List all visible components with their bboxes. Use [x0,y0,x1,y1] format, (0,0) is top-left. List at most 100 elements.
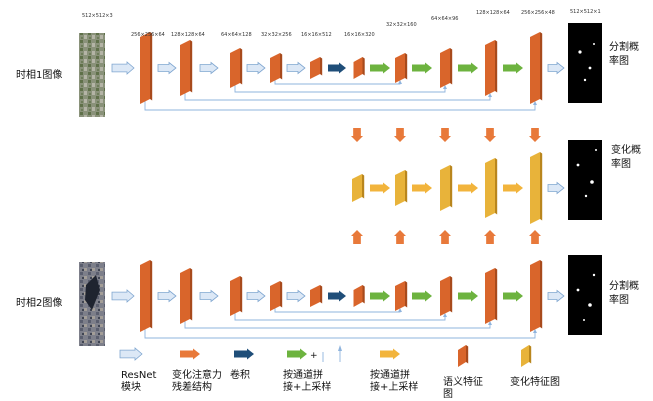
legend-yellow-label-line-0: 按通道拼 [370,368,410,381]
r1-resnet-arrow-out [547,61,565,75]
r2-encoder-block-2 [230,276,243,316]
attention-arrow-bottom-0 [351,230,363,244]
encoder-size-label-3: 32×32×256 [261,32,292,38]
output-label-change: 变化概 率图 [611,143,644,170]
r2-skip-head-1 [488,321,492,325]
legend-resnet-label-line-0: ResNet [121,370,156,381]
r1-decoder-block-0-side [405,53,408,80]
r2-concat-arrow-3 [503,290,523,302]
r1-resnet-arrow-1 [157,61,177,75]
r1-decoder-block-1-front [440,48,450,88]
legend-plus-symbol: + [310,351,318,361]
output-label-2-line2: 率图 [609,293,629,306]
r2-concat-arrow-1 [412,290,432,302]
r2-encoder-block-1-side [190,268,193,321]
decoder-size-label-2: 128×128×64 [476,10,510,16]
change-block-1-front [395,170,405,206]
output-size-label: 512×512×1 [570,9,601,15]
r1-decoder-block-3 [530,32,543,104]
r2-encoder-block-2-side [240,276,243,313]
change-branch [351,128,565,244]
r2-bottleneck-block-front [353,285,363,307]
legend-attention-label: 变化注意力残差结构 [172,368,222,393]
legend-yellow-label-line-1: 接+上采样 [370,380,418,393]
r2-conv-arrow [328,290,346,302]
change-block-3-side [495,158,498,215]
r1-decoder-block-3-front [530,32,540,104]
change-block-2-side [450,165,453,208]
r1-encoder-block-3 [270,53,283,83]
r1-bottleneck-block-front [353,57,363,79]
r1-skip-head-2 [443,85,447,89]
r2-skip-line-2 [234,313,446,321]
input-image-2 [79,262,105,346]
r1-encoder-block-1 [180,40,193,96]
change-block-4-front [530,152,540,224]
r1-concat-arrow-0 [370,62,390,74]
input-image-1 [79,33,105,117]
r2-encoder-block-3 [270,281,283,311]
row2-network [111,260,565,332]
r2-resnet-arrow-3 [246,289,266,303]
r2-decoder-block-0-front [395,281,405,311]
change-block-3 [485,158,498,218]
change-concat-arrow-1 [412,182,432,194]
attention-arrow-bottom-3 [484,230,496,244]
r1-encoder-block-4-front [310,57,320,79]
r1-decoder-block-2-side [495,40,498,93]
legend-semantic-label: 语义特征图 [443,376,483,400]
encoder-size-label-2: 64×64×128 [221,32,252,38]
legend-green-label-line-1: 接+上采样 [283,380,331,393]
encoder-size-label-0: 256×256×64 [131,32,165,38]
legend-change-icon-side [529,345,532,364]
legend-change-label: 变化特征图 [510,375,560,388]
r2-decoder-block-0 [395,281,408,311]
r1-encoder-block-2-side [240,48,243,85]
decoder-size-label-3: 256×256×48 [521,10,555,16]
r2-concat-arrow-2 [458,290,478,302]
r1-decoder-block-0 [395,53,408,83]
r2-skip-line-3 [274,308,401,313]
r1-encoder-block-1-front [180,40,190,96]
legend-resnet-icon [119,347,143,361]
legend-attention-label-line-0: 变化注意力 [172,368,222,381]
r2-skip-line-1 [184,321,491,329]
r1-concat-arrow-3 [503,62,523,74]
r2-encoder-block-4-side [320,285,323,304]
r2-encoder-block-3-side [280,281,283,308]
change-block-2-front [440,165,450,211]
attention-arrow-top-4 [529,128,541,142]
r2-resnet-arrow-0 [111,289,135,303]
legend-change-label-line-0: 变化特征图 [510,375,560,388]
attention-arrow-top-2 [439,128,451,142]
change-block-3-front [485,158,495,218]
r1-skip-head-0 [533,101,537,105]
r2-decoder-block-1 [440,276,453,316]
r2-encoder-block-1 [180,268,193,324]
change-block-0 [352,174,365,202]
output-label-change-line1: 变化概 [611,143,641,156]
attention-arrow-bottom-1 [394,230,406,244]
r1-encoder-block-2-front [230,48,240,88]
r2-decoder-block-3-front [530,260,540,332]
r1-decoder-block-2 [485,40,498,96]
r1-bottleneck-block-side [362,57,365,76]
output-label-change-line2: 率图 [611,157,631,170]
r2-encoder-block-4 [310,285,323,307]
r2-skip-head-0 [533,329,537,333]
output-label-1-line2: 率图 [609,54,629,67]
r1-encoder-block-0-side [150,32,153,101]
r2-encoder-block-0 [140,260,153,332]
legend-yellow-label: 按通道拼接+上采样 [370,368,418,393]
r2-resnet-arrow-out [547,289,565,303]
change-block-4-side [540,152,543,221]
attention-arrow-top-1 [394,128,406,142]
change-concat-arrow-0 [370,182,390,194]
change-block-4 [530,152,543,224]
legend-semantic-icon [458,345,469,367]
r2-encoder-block-4-front [310,285,320,307]
r2-encoder-block-0-side [150,260,153,329]
r1-encoder-block-4 [310,57,323,79]
r1-encoder-block-4-side [320,57,323,76]
legend-conv-label-line-0: 卷积 [230,368,250,381]
